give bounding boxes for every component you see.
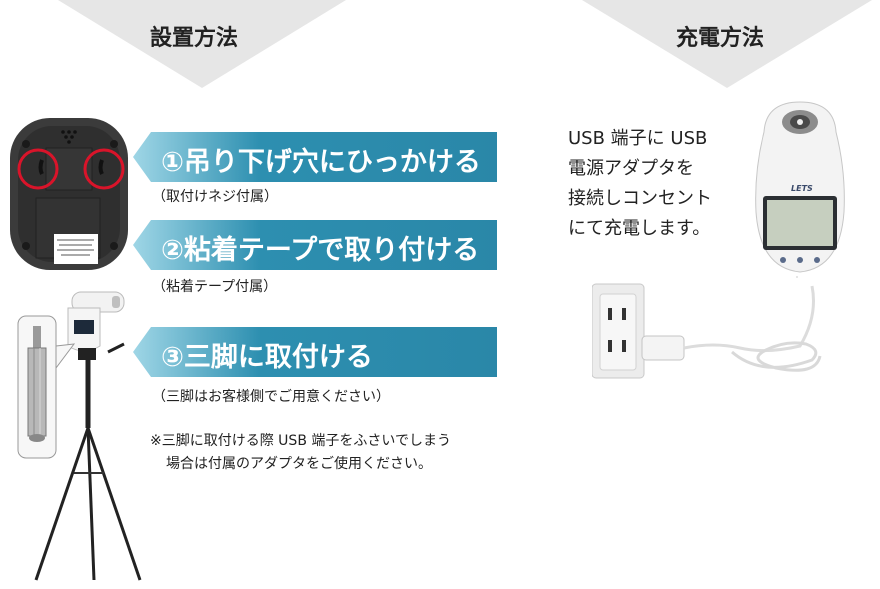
charge-header-arrow — [582, 0, 872, 90]
warning-line-1: ※三脚に取付ける際 USB 端子をふさいでしまう — [150, 433, 451, 449]
step-1-band: ①吊り下げ穴にひっかける — [133, 132, 497, 182]
charge-title: 充電方法 — [676, 26, 765, 51]
charge-line-4: にて充電します。 — [568, 218, 711, 239]
step-1-note: （取付けネジ付属） — [152, 189, 278, 205]
step-3-note: （三脚はお客様側でご用意ください） — [152, 389, 390, 405]
install-header-arrow — [58, 0, 346, 90]
tripod-photo — [14, 288, 162, 588]
install-title: 設置方法 — [150, 26, 239, 51]
charge-instructions: USB 端子に USB 電源アダプタを 接続しコンセント にて充電します。 — [568, 124, 712, 244]
step-2-band: ②粘着テープで取り付ける — [133, 220, 497, 270]
warning-line-2: 場合は付属のアダプタをご使用ください。 — [166, 456, 432, 472]
step-3-band: ③三脚に取付ける — [133, 327, 497, 377]
wall-outlet-photo — [591, 282, 852, 386]
step-1-label: ①吊り下げ穴にひっかける — [161, 147, 481, 178]
step-2-note: （粘着テープ付属） — [152, 279, 278, 295]
charge-line-1: USB 端子に USB — [568, 128, 708, 149]
thermometer-device-photo: LETS — [745, 98, 855, 282]
charge-line-2: 電源アダプタを — [568, 158, 694, 179]
step-3-label: ③三脚に取付ける — [161, 342, 373, 373]
charge-line-3: 接続しコンセント — [568, 188, 712, 209]
device-back-photo — [6, 114, 132, 278]
device-brand: LETS — [791, 184, 813, 193]
tripod-device-head — [67, 291, 125, 352]
step-2-label: ②粘着テープで取り付ける — [161, 235, 480, 266]
usb-adapter — [641, 335, 685, 361]
